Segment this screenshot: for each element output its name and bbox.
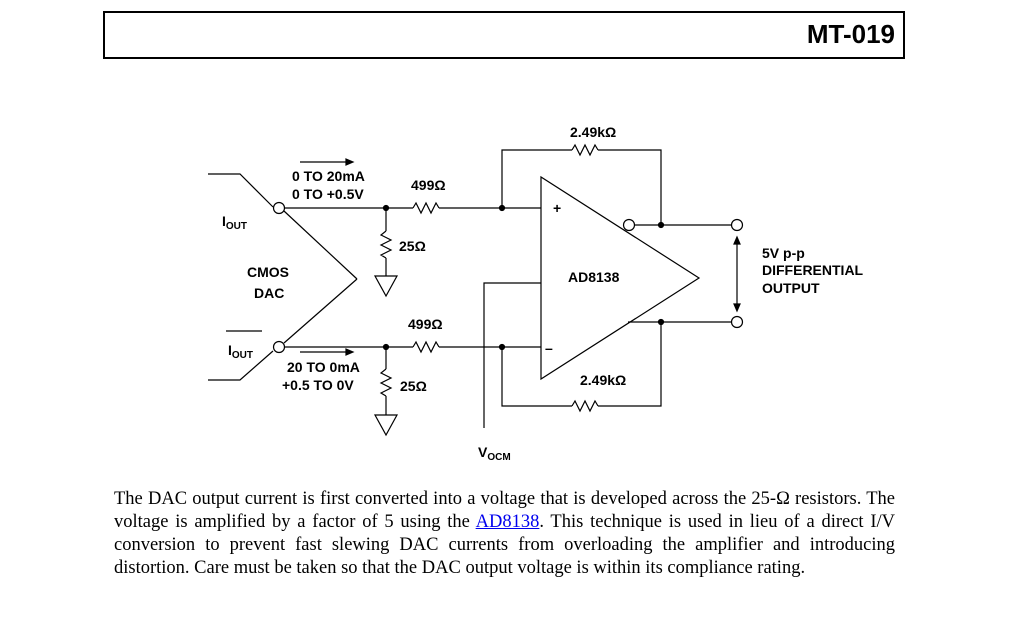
vocm-wire — [483, 282, 541, 428]
r-shunt-top-label: 25Ω — [399, 238, 426, 254]
iout-label: IOUT — [222, 213, 247, 232]
r-fb-bottom-label: 2.49kΩ — [580, 372, 626, 388]
bottom-output-terminal — [730, 315, 744, 329]
r-fb-top-label: 2.49kΩ — [570, 124, 616, 140]
bottom-current-label: 20 TO 0mA — [287, 359, 360, 375]
output-arrowhead-down — [733, 303, 741, 313]
r-in-bottom-label: 499Ω — [408, 316, 443, 332]
r-in-top-label: 499Ω — [411, 177, 446, 193]
top-output-terminal — [730, 218, 744, 232]
bottom-ground-symbol — [373, 414, 399, 437]
top-output-dot — [657, 221, 665, 229]
r-fb-bottom-resistor — [571, 399, 599, 413]
bottom-feedback-wire-right — [598, 322, 662, 407]
top-voltage-label: 0 TO +0.5V — [292, 186, 364, 202]
paragraph-text-before: The DAC output current is first converte… — [114, 489, 895, 532]
bottom-feedback-wire-left — [501, 347, 572, 407]
top-current-label: 0 TO 20mA — [292, 168, 365, 184]
bottom-current-arrowhead — [345, 348, 355, 356]
top-ground-symbol — [373, 275, 399, 298]
output-arrowhead-up — [733, 235, 741, 245]
r-shunt-top-resistor — [379, 230, 393, 259]
schematic-diagram: IOUT IOUT CMOS DAC 0 TO 20mA 0 TO +0.5V … — [208, 124, 864, 463]
iout-bar-node — [272, 340, 286, 354]
description-paragraph: The DAC output current is first converte… — [114, 488, 895, 580]
r-shunt-bottom-resistor — [379, 368, 393, 397]
iout-bar-label: IOUT — [228, 342, 253, 361]
top-feedback-wire-right — [598, 149, 662, 225]
amplifier-triangle — [540, 175, 701, 381]
dac-label-line2: DAC — [254, 285, 284, 301]
dac-top-left-line — [208, 173, 274, 208]
paragraph-text-after: . This technique is used in lieu of a di… — [114, 512, 895, 578]
r-in-top-resistor — [412, 201, 440, 215]
top-feedback-wire-left — [501, 149, 572, 208]
dac-label-line1: CMOS — [247, 264, 289, 280]
bottom-output-dot — [657, 318, 665, 326]
r-in-bottom-resistor — [412, 340, 440, 354]
output-label-line1: 5V p-p — [762, 245, 805, 261]
inverting-output-bubble — [622, 218, 636, 232]
bottom-voltage-label: +0.5 TO 0V — [282, 377, 354, 393]
dac-bottom-left-line — [208, 350, 274, 381]
header-box: MT-019 — [103, 11, 905, 59]
r-fb-top-resistor — [571, 143, 599, 157]
dac-top-diagonal — [283, 210, 358, 280]
iout-node — [272, 201, 286, 215]
plus-sign: + — [553, 200, 561, 216]
ad8138-link[interactable]: AD8138 — [475, 512, 540, 532]
dac-bottom-diagonal — [283, 278, 358, 344]
top-current-arrowhead — [345, 158, 355, 166]
output-label-line2: DIFFERENTIAL — [762, 262, 864, 278]
vocm-label: VOCM — [478, 444, 511, 463]
output-label-line3: OUTPUT — [762, 280, 820, 296]
amplifier-name: AD8138 — [568, 269, 620, 285]
r-shunt-bottom-label: 25Ω — [400, 378, 427, 394]
minus-sign: – — [545, 340, 553, 356]
document-id: MT-019 — [806, 19, 895, 49]
